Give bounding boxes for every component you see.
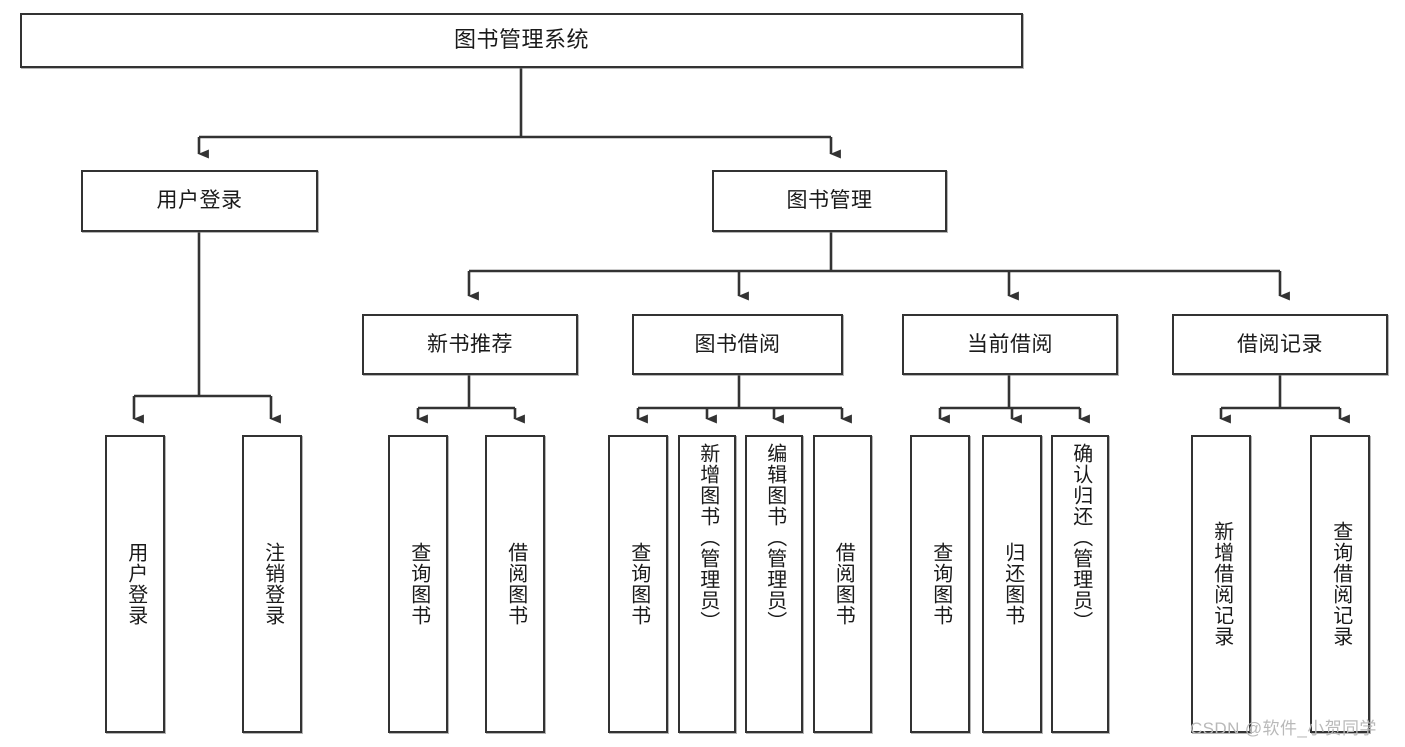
leaf-logout-login-label: 注销登录 bbox=[261, 542, 284, 626]
leaf-borrow-books-recommend-label: 借阅图书 bbox=[504, 542, 527, 626]
node-root[interactable]: 图书管理系统 bbox=[20, 13, 1023, 68]
leaf-query-borrow-record-label: 查询借阅记录 bbox=[1329, 521, 1352, 647]
node-book-management[interactable]: 图书管理 bbox=[712, 170, 947, 232]
node-borrow-records-label: 借阅记录 bbox=[1237, 332, 1323, 356]
node-root-label: 图书管理系统 bbox=[453, 27, 589, 53]
leaf-query-books-current[interactable]: 查询图书 bbox=[910, 435, 970, 733]
leaf-add-borrow-record[interactable]: 新增借阅记录 bbox=[1191, 435, 1251, 733]
leaf-borrow-books-recommend[interactable]: 借阅图书 bbox=[485, 435, 545, 733]
node-new-book-recommend-label: 新书推荐 bbox=[427, 332, 513, 356]
leaf-user-login[interactable]: 用户登录 bbox=[105, 435, 165, 733]
leaf-edit-book-admin-label: 编辑图书（管理员） bbox=[763, 443, 786, 632]
leaf-add-book-admin[interactable]: 新增图书（管理员） bbox=[678, 435, 736, 733]
leaf-query-books-recommend-label: 查询图书 bbox=[407, 542, 430, 626]
leaf-return-books-label: 归还图书 bbox=[1001, 542, 1024, 626]
leaf-logout-login[interactable]: 注销登录 bbox=[242, 435, 302, 733]
leaf-return-books[interactable]: 归还图书 bbox=[982, 435, 1042, 733]
node-book-borrow[interactable]: 图书借阅 bbox=[632, 314, 843, 375]
leaf-confirm-return-admin-label: 确认归还（管理员） bbox=[1069, 443, 1092, 632]
leaf-query-books-borrow[interactable]: 查询图书 bbox=[608, 435, 668, 733]
node-current-borrow-label: 当前借阅 bbox=[967, 332, 1053, 356]
leaf-borrow-books-label: 借阅图书 bbox=[832, 542, 855, 626]
node-user-login-label: 用户登录 bbox=[156, 189, 243, 213]
leaf-borrow-books[interactable]: 借阅图书 bbox=[813, 435, 872, 733]
csdn-watermark: CSDN @软件_小贺同学 bbox=[1190, 719, 1377, 738]
node-current-borrow[interactable]: 当前借阅 bbox=[902, 314, 1118, 375]
node-book-management-label: 图书管理 bbox=[786, 189, 873, 213]
leaf-query-borrow-record[interactable]: 查询借阅记录 bbox=[1310, 435, 1370, 733]
leaf-query-books-current-label: 查询图书 bbox=[929, 542, 952, 626]
leaf-user-login-label: 用户登录 bbox=[124, 542, 147, 626]
node-new-book-recommend[interactable]: 新书推荐 bbox=[362, 314, 578, 375]
leaf-confirm-return-admin[interactable]: 确认归还（管理员） bbox=[1051, 435, 1109, 733]
leaf-edit-book-admin[interactable]: 编辑图书（管理员） bbox=[745, 435, 803, 733]
node-user-login[interactable]: 用户登录 bbox=[81, 170, 318, 232]
node-book-borrow-label: 图书借阅 bbox=[694, 332, 781, 356]
leaf-query-books-recommend[interactable]: 查询图书 bbox=[388, 435, 448, 733]
node-borrow-records[interactable]: 借阅记录 bbox=[1172, 314, 1388, 375]
leaf-add-borrow-record-label: 新增借阅记录 bbox=[1210, 521, 1233, 647]
leaf-query-books-borrow-label: 查询图书 bbox=[627, 542, 650, 626]
leaf-add-book-admin-label: 新增图书（管理员） bbox=[696, 443, 719, 632]
